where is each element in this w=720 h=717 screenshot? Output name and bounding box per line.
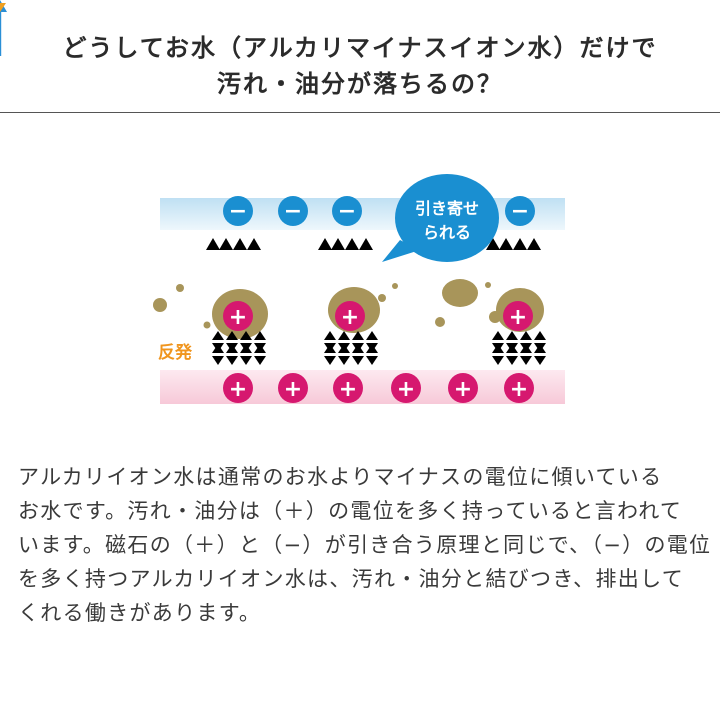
body-line-2: お水です。汚れ・油分は（＋）の電位を多く持っていると言われて xyxy=(18,499,683,523)
svg-text:+: + xyxy=(454,377,472,402)
svg-text:+: + xyxy=(397,377,415,402)
svg-text:+: + xyxy=(284,377,302,402)
plus-ion: + xyxy=(278,373,308,403)
plus-ion: + xyxy=(335,301,365,331)
svg-text:−: − xyxy=(284,199,302,224)
svg-text:−: − xyxy=(511,199,529,224)
arrow-group-1 xyxy=(204,236,263,296)
body-line-5: くれる働きがあります。 xyxy=(18,601,262,625)
attraction-bubble: 引き寄せ られる xyxy=(382,174,499,262)
repel-label: 反発 xyxy=(158,342,193,363)
plus-ion: + xyxy=(448,373,478,403)
minus-ion: − xyxy=(505,196,535,226)
arrow-group-3 xyxy=(484,236,543,296)
repel-group-3 xyxy=(492,331,546,365)
plus-ions-band: + + + + + + xyxy=(223,373,534,403)
minus-ion: − xyxy=(223,196,253,226)
body-line-4: を多く持つアルカリイオン水は、汚れ・油分と結びつき、排出して xyxy=(18,567,685,591)
heading-divider xyxy=(0,112,720,113)
svg-text:−: − xyxy=(229,199,247,224)
plus-ion: + xyxy=(503,301,533,331)
svg-text:+: + xyxy=(339,377,357,402)
body-line-1: アルカリイオン水は通常のお水よりマイナスの電位に傾いている xyxy=(18,465,663,489)
repel-arrows xyxy=(0,3,6,12)
minus-ions: − − − − xyxy=(223,196,535,226)
arrow-group-2 xyxy=(316,236,375,296)
svg-text:+: + xyxy=(341,305,359,330)
plus-ion: + xyxy=(223,301,253,331)
plus-ion: + xyxy=(504,373,534,403)
bubble-line-1: 引き寄せ xyxy=(415,199,479,218)
explanation-text: アルカリイオン水は通常のお水よりマイナスの電位に傾いている お水です。汚れ・油分… xyxy=(18,460,712,630)
heading-line-1: どうしてお水（アルカリマイナスイオン水）だけで xyxy=(62,34,658,62)
bubble-line-2: られる xyxy=(423,223,471,242)
page-heading: どうしてお水（アルカリマイナスイオン水）だけで 汚れ・油分が落ちるの？ xyxy=(0,30,720,102)
heading-line-2: 汚れ・油分が落ちるの？ xyxy=(217,70,503,98)
body-line-3: います。磁石の（＋）と（−）が引き合う原理と同じで、（−）の電位 xyxy=(18,533,712,557)
svg-text:+: + xyxy=(229,305,247,330)
svg-text:+: + xyxy=(510,377,528,402)
plus-ion: + xyxy=(391,373,421,403)
plus-ions-dirt: + + + xyxy=(223,301,533,331)
svg-text:+: + xyxy=(229,377,247,402)
svg-text:−: − xyxy=(338,199,356,224)
minus-ion: − xyxy=(278,196,308,226)
plus-ion: + xyxy=(333,373,363,403)
repel-group-2 xyxy=(324,331,378,365)
plus-ion: + xyxy=(223,373,253,403)
minus-band xyxy=(160,198,565,230)
minus-ion: − xyxy=(332,196,362,226)
svg-text:+: + xyxy=(509,305,527,330)
ion-diagram: 反発 − − − − 引き寄せ られる + + + + + + + + + xyxy=(0,0,565,404)
